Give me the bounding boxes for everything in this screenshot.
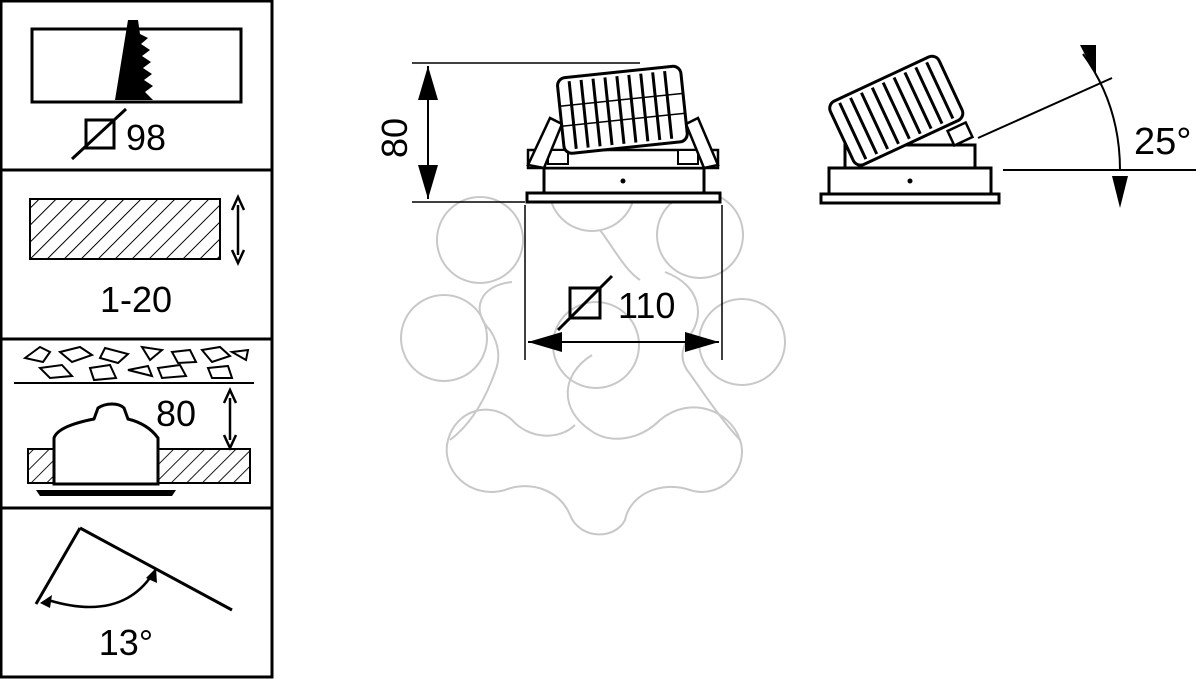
trim-ring-icon — [36, 490, 176, 496]
heatsink-head — [828, 54, 965, 167]
front-diameter-label: 110 — [618, 285, 675, 326]
side-view-drawing: 25° — [819, 45, 1196, 208]
ceiling-thickness-panel: 1-20 — [29, 194, 246, 320]
diameter-symbol-icon — [556, 274, 614, 332]
side-tilt-label: 25° — [1134, 121, 1191, 163]
icon-panel-column — [0, 0, 274, 679]
recess-depth-label: 80 — [156, 393, 196, 434]
tilt-angle-label: 13° — [99, 622, 153, 663]
recess-depth-panel: 80 — [14, 345, 254, 496]
front-view-drawing: 80 110 — [374, 62, 723, 360]
angle-icon — [34, 526, 233, 612]
ceiling-thickness-range: 1-20 — [100, 279, 172, 320]
cutout-panel: 98 — [30, 20, 243, 161]
tilt-angle-panel: 13° — [34, 526, 233, 663]
side-fixture — [819, 54, 1001, 205]
diameter-symbol-icon — [70, 107, 128, 161]
insulation-stones-icon — [22, 345, 250, 382]
front-height-label: 80 — [374, 118, 415, 158]
heatsink-head — [556, 64, 689, 155]
diameter-dimension: 110 — [528, 274, 719, 352]
downlight-body-icon — [52, 402, 160, 486]
double-arrow-icon — [230, 194, 246, 266]
saw-blade-icon — [115, 20, 153, 100]
double-arrow-icon — [222, 387, 238, 451]
front-fixture — [525, 64, 722, 204]
height-dimension: 80 — [374, 66, 438, 199]
cutout-diameter-label: 98 — [126, 117, 166, 158]
tilt-dimension: 25° — [977, 45, 1196, 208]
